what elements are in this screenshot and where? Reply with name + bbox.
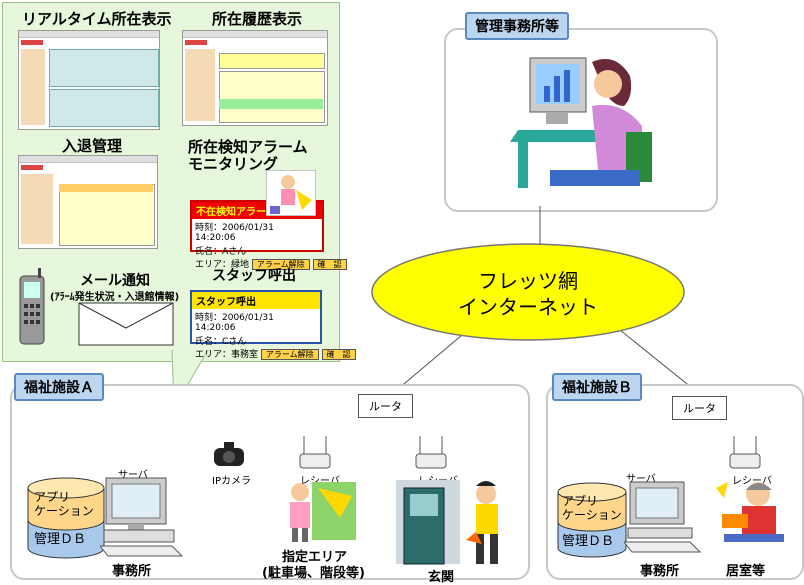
alarm-title-2: モニタリング [188, 155, 279, 173]
facility-a-receiver1-label: レシーバ [300, 476, 340, 487]
network-label-line2: インターネット [458, 295, 598, 319]
history-screen [182, 30, 328, 126]
facility-b-database-icon [557, 482, 627, 558]
facility-b-server-label: サーバ [626, 474, 656, 485]
mail-subtitle: (ｱﾗｰﾑ発生状況・入退館情報) [50, 292, 180, 303]
office-worker-illustration [510, 57, 652, 188]
facility-a-receiver2-icon [415, 436, 447, 469]
admin-office-label: 管理事務所等 [465, 12, 569, 40]
alarm-release-button[interactable]: アラーム解除 [251, 259, 310, 270]
facility-b-db-label: 管理ＤＢ [562, 534, 615, 549]
history-title: 所在履歴表示 [212, 10, 303, 28]
staff-popup: スタッフ呼出 時刻：2006/01/31 14:20:06 氏名：Cさん エリア… [190, 290, 356, 360]
facility-b-router: ルータ [672, 396, 727, 420]
alarm-title-1: 所在検知アラーム [188, 138, 308, 156]
network-label-line1: フレッツ網 [478, 269, 578, 293]
internet-cloud [371, 243, 685, 341]
facility-a-server-label: サーバ [118, 470, 148, 481]
facility-a-server-computer-icon [100, 477, 184, 557]
facility-a-label: 福祉施設Ａ [14, 373, 104, 401]
resident-walking-illustration [266, 170, 316, 216]
realtime-screen [18, 30, 160, 130]
alarm-popup-name: 氏名：Aさん [195, 247, 247, 257]
mail-envelope-icon [78, 302, 174, 346]
staff-popup-name: 氏名：Cさん [195, 337, 247, 347]
resident-room-illustration [716, 482, 784, 542]
facility-a-office-caption: 事務所 [112, 564, 152, 579]
facility-b-receiver-icon [729, 436, 761, 469]
designated-area-caption1: 指定エリア [282, 550, 348, 565]
staff-confirm-button[interactable]: 確 認 [321, 349, 356, 360]
alarm-confirm-button[interactable]: 確 認 [312, 259, 347, 270]
ip-camera-icon [214, 442, 244, 466]
alarm-popup-area: エリア：緑地 [195, 260, 250, 270]
entrance-illustration [396, 480, 498, 565]
staff-popup-area: エリア：事務室 [195, 350, 259, 360]
alarm-popup-time: 時刻：2006/01/31 14:20:06 [195, 223, 283, 243]
realtime-title: リアルタイム所在表示 [22, 10, 172, 28]
mobile-phone-icon [19, 268, 45, 345]
alarm-popup: 不在検知アラーム 時刻：2006/01/31 14:20:06 氏名：Aさん エ… [190, 200, 347, 270]
designated-area-caption2: (駐車場、階段等) [262, 566, 365, 581]
facility-a-db-app-label: アプリ ケーション [34, 490, 94, 518]
facility-a-db-label: 管理ＤＢ [34, 532, 87, 547]
network-label: フレッツ網 インターネット [368, 268, 688, 320]
staff-popup-time: 時刻：2006/01/31 14:20:06 [195, 313, 283, 333]
facility-b-receiver-label: レシーバ [732, 476, 772, 487]
staff-call-title: スタッフ呼出 [212, 268, 296, 284]
entry-screen [18, 155, 158, 249]
mail-title: メール通知 [80, 273, 150, 289]
ip-camera-label: IPカメラ [212, 476, 251, 487]
facility-b-label: 福祉施設Ｂ [552, 373, 642, 401]
facility-b-server-computer-icon [624, 481, 702, 553]
facility-b-office-caption: 事務所 [640, 564, 680, 579]
resident-room-caption: 居室等 [726, 564, 766, 579]
facility-a-receiver1-icon [299, 436, 331, 469]
staff-popup-header: スタッフ呼出 [192, 292, 320, 309]
facility-a-database-icon [27, 477, 105, 559]
designated-area-illustration [290, 482, 356, 542]
entry-title: 入退管理 [62, 137, 123, 155]
staff-release-button[interactable]: アラーム解除 [260, 349, 319, 360]
facility-b-db-app-label: アプリ ケーション [562, 494, 622, 522]
facility-a-router: ルータ [358, 394, 413, 418]
entrance-caption: 玄関 [428, 570, 455, 585]
